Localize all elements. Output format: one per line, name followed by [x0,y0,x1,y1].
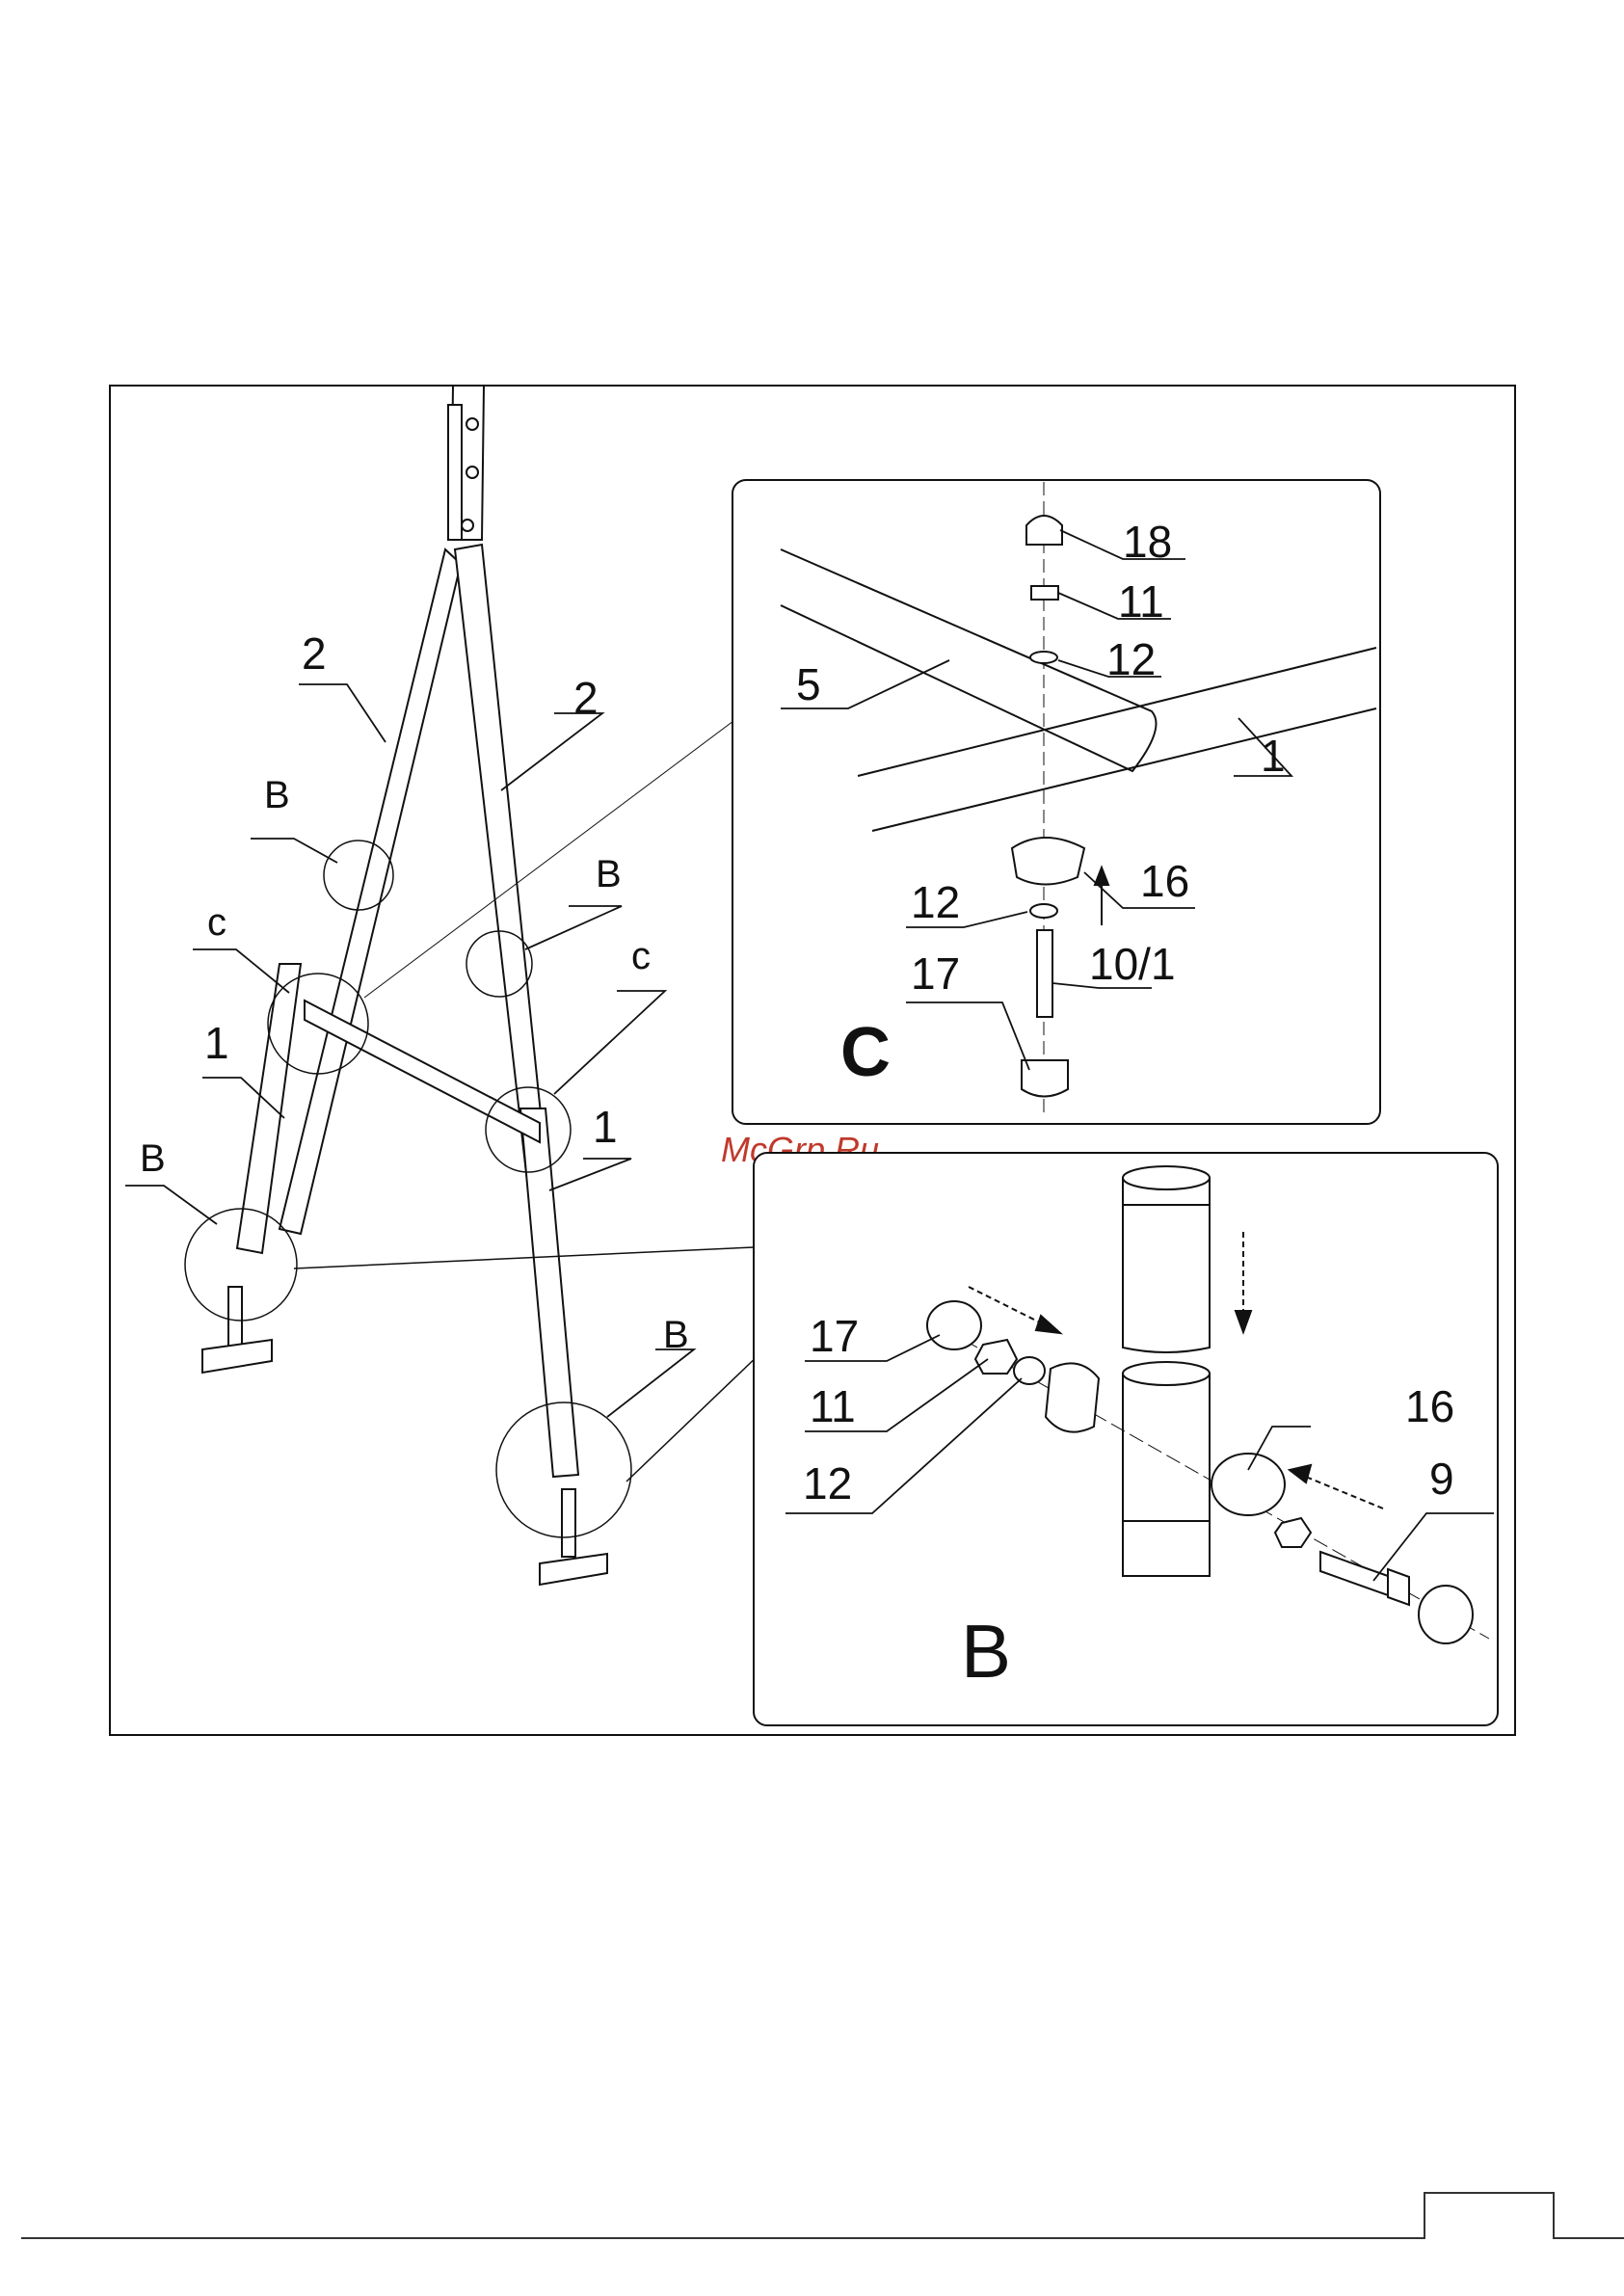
label-tube-2-right: 2 [573,673,599,723]
detail-b-part-11: 11 [810,1381,856,1431]
label-tube-1-right: 1 [593,1102,618,1152]
label-joint-b-upper-right: B [596,853,622,895]
detail-c-part-10-1: 10/1 [1089,939,1176,989]
detail-c-box [732,480,1380,1124]
footer-rule [21,2193,1624,2238]
detail-c-part-1: 1 [1261,731,1286,781]
label-joint-b-upper-left: B [264,774,290,816]
detail-c-part-17: 17 [911,948,960,999]
detail-c-part-5: 5 [796,659,821,709]
detail-b-part-16: 16 [1405,1381,1454,1431]
label-joint-b-lower-right: B [663,1314,689,1356]
detail-c-part-18: 18 [1123,517,1172,567]
detail-b-part-12: 12 [803,1458,852,1508]
detail-b-part-17: 17 [810,1311,859,1361]
detail-c-part-12-top: 12 [1106,634,1156,684]
label-tube-2-left: 2 [302,628,327,679]
detail-b-title: B [961,1609,1011,1694]
label-tube-1-left: 1 [204,1018,229,1068]
detail-c-part-12-bottom: 12 [911,877,960,927]
label-joint-c-left: c [207,901,226,944]
label-joint-c-right: c [631,935,651,977]
label-joint-b-lower-left: B [140,1137,166,1180]
detail-b-part-9: 9 [1429,1454,1454,1504]
detail-c-part-16: 16 [1140,856,1189,906]
detail-c-part-11: 11 [1118,576,1164,627]
detail-c-title: C [840,1014,891,1091]
